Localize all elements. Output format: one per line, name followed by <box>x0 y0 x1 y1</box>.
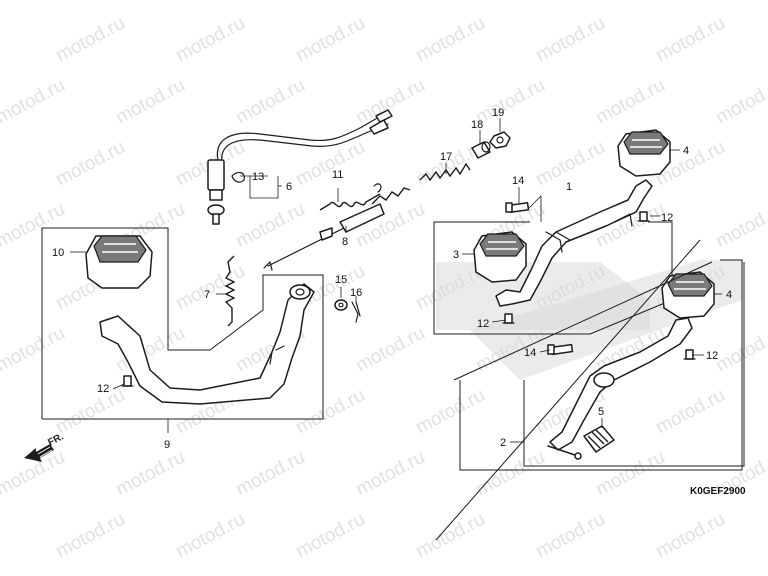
pedal-rubber-5 <box>583 425 615 453</box>
watermark-text-12: motod.ru <box>712 75 768 129</box>
watermark-text-57: motod.ru <box>652 509 728 563</box>
callout-1: 1 <box>566 181 572 193</box>
watermark-text-13: motod.ru <box>52 137 128 191</box>
watermark-text-55: motod.ru <box>412 509 488 563</box>
watermark-text-54: motod.ru <box>292 509 368 563</box>
callout-4-lower: 4 <box>726 289 732 301</box>
callout-4-upper: 4 <box>683 145 689 157</box>
watermark-text-1: motod.ru <box>172 13 248 67</box>
bolt-12-left <box>121 375 134 387</box>
brake-light-switch <box>207 109 393 225</box>
right-step-frame <box>433 195 673 335</box>
watermark-text-52: motod.ru <box>52 509 128 563</box>
switch-spring <box>319 183 382 211</box>
watermark-text-53: motod.ru <box>172 509 248 563</box>
watermark-text-2: motod.ru <box>292 13 368 67</box>
brake-pedal-arm <box>99 283 315 405</box>
callout-11: 11 <box>332 169 343 181</box>
watermark-text-10: motod.ru <box>472 75 548 129</box>
watermark-text-8: motod.ru <box>232 75 308 129</box>
watermark-text-9: motod.ru <box>352 75 428 129</box>
joint-washer <box>334 299 348 311</box>
watermark-text-47: motod.ru <box>232 447 308 501</box>
callout-5: 5 <box>598 406 604 418</box>
watermark-text-6: motod.ru <box>0 75 69 129</box>
callout-12-right-upper: 12 <box>661 212 673 224</box>
watermark-text-41: motod.ru <box>292 385 368 439</box>
watermark-text-7: motod.ru <box>112 75 188 129</box>
watermark-text-32: motod.ru <box>0 323 69 377</box>
callout-7: 7 <box>204 289 210 301</box>
right-lower-frame <box>459 259 745 471</box>
callout-14-upper: 14 <box>512 175 524 187</box>
watermark-text-4: motod.ru <box>532 13 608 67</box>
watermark-text-22: motod.ru <box>352 199 428 253</box>
watermark-text-42: motod.ru <box>412 385 488 439</box>
watermark-text-50: motod.ru <box>592 447 668 501</box>
watermark-text-3: motod.ru <box>412 13 488 67</box>
watermark-text-11: motod.ru <box>592 75 668 129</box>
watermark-text-48: motod.ru <box>352 447 428 501</box>
watermark-text-5: motod.ru <box>652 13 728 67</box>
bolt-12-right-lower <box>683 349 696 360</box>
watermark-text-44: motod.ru <box>652 385 728 439</box>
callout-2: 2 <box>500 437 506 449</box>
step-bracket <box>495 179 653 307</box>
watermark-text-35: motod.ru <box>352 323 428 377</box>
callout-17: 17 <box>440 151 452 163</box>
divider-lines <box>435 239 713 541</box>
brake-pedal-group-frame <box>41 227 324 433</box>
callout-16: 16 <box>350 287 362 299</box>
step-rubber-3 <box>473 231 527 283</box>
return-spring <box>224 255 236 327</box>
callout-10: 10 <box>52 247 64 259</box>
callout-15: 15 <box>335 274 347 286</box>
callout-6: 6 <box>286 181 292 193</box>
front-direction-arrow-icon <box>24 444 54 462</box>
watermark-text-27: motod.ru <box>172 261 248 315</box>
brake-pedal-rubber <box>85 235 153 289</box>
callout-9: 9 <box>164 439 170 451</box>
callout-13: 13 <box>252 171 264 183</box>
watermark-text-19: motod.ru <box>0 199 69 253</box>
watermark-text-21: motod.ru <box>232 199 308 253</box>
bolt-14-upper <box>505 202 530 213</box>
callouts: 10 7 12 9 11 8 13 6 15 16 17 18 19 14 1 … <box>52 107 732 451</box>
drawing-code: K0GEF2900 <box>690 486 746 497</box>
watermark-text-56: motod.ru <box>532 509 608 563</box>
cotter-pin <box>351 301 361 323</box>
callout-12-mid: 12 <box>477 318 489 330</box>
callout-3: 3 <box>453 249 459 261</box>
callout-8: 8 <box>342 236 348 248</box>
bolt-12-mid <box>502 313 515 324</box>
callout-12-right-lower: 12 <box>706 350 718 362</box>
brake-rod <box>263 187 411 271</box>
nut-19 <box>489 131 511 149</box>
watermark-text-46: motod.ru <box>112 447 188 501</box>
watermark-text-39: motod.ru <box>52 385 128 439</box>
watermark-text-38: motod.ru <box>712 323 768 377</box>
leader-lines <box>70 118 722 443</box>
bolt-12-right-upper <box>637 211 650 222</box>
callout-18: 18 <box>471 119 483 131</box>
step-rubber-4-upper <box>617 129 671 177</box>
step-arm-2 <box>547 317 693 460</box>
callout-14-lower: 14 <box>524 347 536 359</box>
bolt-14-lower <box>547 343 574 356</box>
callout-19: 19 <box>492 107 504 119</box>
watermark-text-0: motod.ru <box>52 13 128 67</box>
callout-12-left: 12 <box>97 383 109 395</box>
step-rubber-4-lower <box>661 271 715 319</box>
watermark-text-25: motod.ru <box>712 199 768 253</box>
